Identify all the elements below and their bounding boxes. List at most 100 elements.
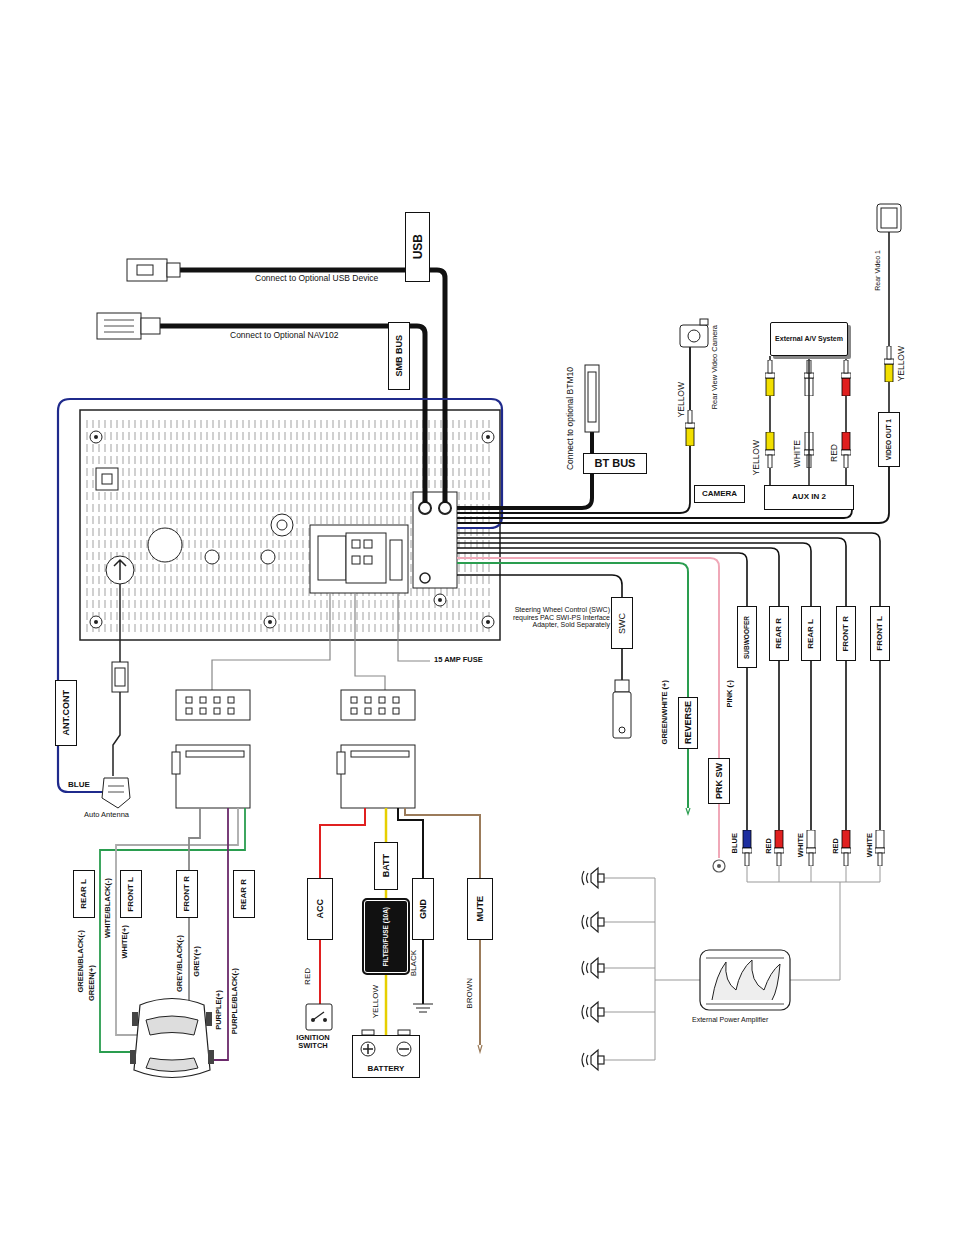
box-label: BATTERY bbox=[368, 1065, 405, 1074]
bus-and-video-wires-part bbox=[457, 510, 852, 518]
harness-connectors-part bbox=[341, 690, 415, 720]
bus-and-video-wires-part bbox=[700, 319, 708, 325]
head-unit-part bbox=[413, 492, 457, 588]
wire-color-label: GREY/BLACK(-) bbox=[176, 935, 184, 992]
note-label: Auto Antenna bbox=[84, 811, 129, 819]
trigger-wires-part bbox=[457, 558, 719, 858]
bus-and-video-wires-part bbox=[884, 346, 894, 382]
wire-color-label: BROWN bbox=[466, 978, 474, 1009]
bus-and-video-wires-part bbox=[841, 432, 851, 468]
power-wires-part bbox=[399, 1048, 409, 1050]
antenna-wiring-part bbox=[108, 786, 124, 792]
aux-in-box: AUX IN 2 bbox=[764, 485, 854, 510]
power-wire-box: GND bbox=[412, 878, 434, 940]
head-unit-part bbox=[96, 468, 118, 490]
wire-connector bbox=[385, 975, 388, 1035]
usb-and-nav-cables-part bbox=[137, 265, 153, 275]
usb-and-nav-cables-part bbox=[180, 270, 445, 503]
wire-color-label: BLUE bbox=[731, 833, 739, 853]
wire-color-label: WHITE/BLACK(-) bbox=[104, 878, 112, 938]
usb-and-nav-cables-part bbox=[167, 263, 180, 277]
preamp-output-wires-part bbox=[604, 866, 880, 1060]
harness-connectors-part bbox=[351, 697, 357, 703]
box-label: REVERSE bbox=[684, 701, 693, 744]
note-label: 15 AMP FUSE bbox=[434, 656, 483, 664]
note-label: External Power Amplifier bbox=[692, 1016, 768, 1024]
head-unit-part bbox=[90, 616, 102, 628]
wire-color-label: Rear View Video Camera bbox=[711, 325, 719, 409]
box-label: REAR R bbox=[775, 618, 783, 649]
harness-connectors-part bbox=[365, 697, 371, 703]
harness-connectors-part bbox=[186, 751, 244, 757]
wire-color-label: YELLOW bbox=[677, 382, 686, 417]
bus-and-video-wires-part bbox=[688, 330, 700, 342]
head-unit-part bbox=[439, 502, 451, 514]
box-label: USB bbox=[412, 234, 424, 259]
speakers-and-amplifier-part bbox=[700, 950, 790, 1010]
power-wires-part bbox=[478, 1045, 482, 1052]
box-label: FRONT R bbox=[842, 616, 850, 652]
head-unit-part bbox=[318, 536, 346, 580]
preamp-output-wires-part bbox=[875, 830, 885, 866]
harness-connectors-part bbox=[176, 690, 250, 720]
box-label: SWC bbox=[618, 613, 627, 634]
speaker-wire-box: REAR L bbox=[73, 870, 95, 918]
box-label: FRONT L bbox=[876, 616, 884, 651]
preamp-output-wires-part bbox=[774, 830, 784, 866]
power-wires-part bbox=[361, 1042, 375, 1056]
box-label: CAMERA bbox=[702, 490, 737, 499]
trigger-wires-part bbox=[613, 692, 631, 738]
wire-color-label: RED bbox=[832, 838, 840, 854]
box-label: SUBWOOFER bbox=[744, 616, 751, 659]
box-label: ANT.CONT bbox=[62, 690, 71, 736]
wire-color-label: GREEN(+) bbox=[88, 965, 96, 1001]
box-label: FRONT L bbox=[127, 877, 135, 912]
trigger-wires-part bbox=[686, 808, 690, 814]
speaker-wires-and-car-part bbox=[132, 1012, 138, 1026]
head-unit-part bbox=[94, 435, 98, 439]
antenna-wiring-part bbox=[58, 399, 502, 792]
harness-connectors-part bbox=[214, 697, 220, 703]
antenna-wiring-part bbox=[113, 692, 120, 776]
swc-box: SWC bbox=[611, 597, 633, 649]
antenna-wiring-part bbox=[115, 668, 125, 686]
head-unit-part bbox=[90, 431, 102, 443]
box-label: PRK SW bbox=[715, 763, 724, 799]
power-wires-part bbox=[363, 1044, 373, 1054]
head-unit-part bbox=[434, 594, 446, 606]
harness-connectors-part bbox=[365, 708, 371, 714]
speaker-wires-and-car-part bbox=[206, 1012, 212, 1026]
speakers-and-amplifier-part bbox=[582, 1002, 604, 1022]
head-unit-part bbox=[86, 416, 494, 634]
head-unit-part bbox=[80, 410, 500, 640]
speaker-wires-and-car-part bbox=[134, 999, 210, 1078]
speakers-and-amplifier bbox=[582, 868, 790, 1070]
head-unit-part bbox=[364, 540, 372, 548]
wire-color-label: WHITE bbox=[797, 833, 805, 857]
head-unit-part bbox=[94, 620, 98, 624]
head-unit-part bbox=[310, 525, 408, 593]
antenna-wiring-part bbox=[119, 584, 121, 662]
head-unit-part bbox=[205, 550, 219, 564]
speakers-and-amplifier-part bbox=[582, 912, 604, 932]
power-wire-box: MUTE bbox=[467, 878, 493, 940]
trigger-wires-part bbox=[457, 563, 688, 808]
rca-output-box: FRONT R bbox=[836, 606, 856, 661]
wire-color-label: WHITE(+) bbox=[121, 925, 129, 959]
usb-and-nav-cables-part bbox=[97, 313, 141, 339]
note-label: Steering Wheel Control (SWC) requires PA… bbox=[508, 606, 610, 629]
bus-and-video-wires-part bbox=[770, 356, 846, 485]
antenna-wiring bbox=[58, 399, 502, 808]
box-label: External A/V System bbox=[775, 335, 843, 343]
wire-color-label: GREEN/BLACK(-) bbox=[77, 930, 85, 993]
head-unit bbox=[80, 410, 500, 640]
harness-connectors-part bbox=[212, 593, 430, 690]
head-unit-part bbox=[419, 502, 431, 514]
harness-connectors-part bbox=[172, 752, 180, 774]
harness-connectors-part bbox=[228, 697, 234, 703]
trigger-wires-part bbox=[457, 575, 622, 680]
head-unit-part bbox=[482, 431, 494, 443]
head-unit-part bbox=[261, 550, 275, 564]
preamp-output-wires-part bbox=[457, 548, 779, 830]
harness-connectors-part bbox=[351, 751, 409, 757]
